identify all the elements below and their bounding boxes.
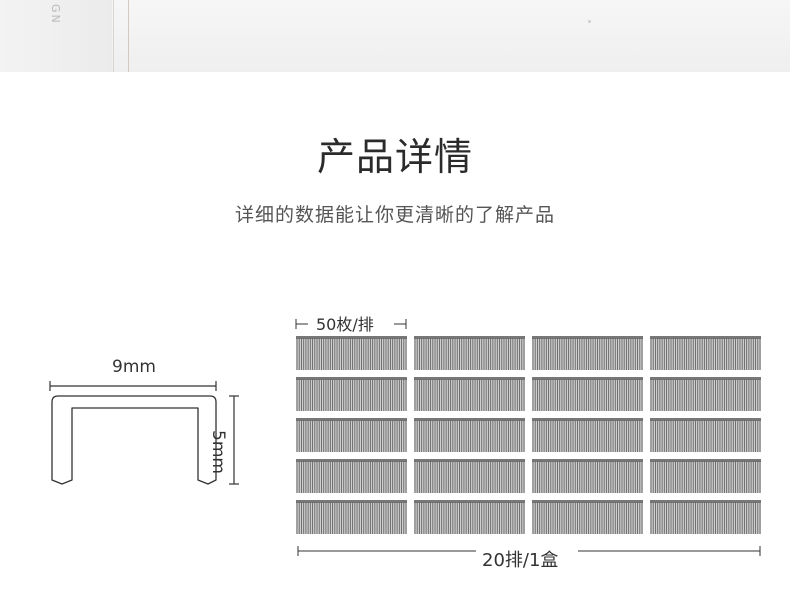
total-label: 20排/1盒 bbox=[482, 550, 559, 571]
staple-strip-lines bbox=[650, 461, 761, 493]
staple-strip bbox=[650, 336, 761, 370]
staple-strip-crown bbox=[296, 377, 407, 380]
staple-strip bbox=[414, 500, 525, 534]
staple-strip-crown bbox=[414, 418, 525, 421]
staple-strip bbox=[414, 418, 525, 452]
staple-strip-crown bbox=[414, 336, 525, 339]
staple-strip bbox=[532, 500, 643, 534]
staple-strip-lines bbox=[650, 379, 761, 411]
staple-strip-crown bbox=[650, 418, 761, 421]
staple-strip bbox=[532, 377, 643, 411]
staple-strip-lines bbox=[414, 420, 525, 452]
staple-strip-lines bbox=[532, 420, 643, 452]
staple-strip-crown bbox=[650, 459, 761, 462]
staple-strip-crown bbox=[296, 336, 407, 339]
staple-strip-crown bbox=[650, 500, 761, 503]
staple-strip bbox=[296, 459, 407, 493]
staple-strip-lines bbox=[296, 420, 407, 452]
staple-strip-crown bbox=[650, 377, 761, 380]
hero-mark bbox=[588, 20, 591, 23]
per-row-label: 50枚/排 bbox=[316, 315, 374, 334]
staple-strip-crown bbox=[414, 377, 525, 380]
staple-strip-lines bbox=[414, 338, 525, 370]
hero-fold-line bbox=[128, 0, 129, 72]
hero-fold-line bbox=[113, 0, 114, 72]
staple-strip bbox=[296, 377, 407, 411]
staple-strip bbox=[650, 418, 761, 452]
staple-strip bbox=[532, 459, 643, 493]
staple-strip-lines bbox=[296, 502, 407, 534]
staple-strip-lines bbox=[532, 379, 643, 411]
width-label: 9mm bbox=[112, 357, 156, 377]
staple-strip-lines bbox=[414, 461, 525, 493]
staple-strip bbox=[650, 500, 761, 534]
staple-strip-lines bbox=[650, 420, 761, 452]
staple-strip-crown bbox=[414, 459, 525, 462]
hero-image-strip: GN bbox=[0, 0, 790, 72]
staple-strip-lines bbox=[532, 461, 643, 493]
staple-strip bbox=[296, 418, 407, 452]
staple-strip-lines bbox=[296, 338, 407, 370]
staple-rows-grid bbox=[296, 336, 761, 534]
page-subtitle: 详细的数据能让你更清晰的了解产品 bbox=[234, 204, 555, 226]
staple-strip-crown bbox=[532, 459, 643, 462]
staple-strip bbox=[650, 377, 761, 411]
staple-strip-crown bbox=[296, 459, 407, 462]
staple-strip-crown bbox=[296, 418, 407, 421]
staple-strip bbox=[414, 377, 525, 411]
staple-strip-lines bbox=[414, 379, 525, 411]
staple-outline bbox=[51, 395, 217, 485]
staple-strip bbox=[414, 336, 525, 370]
hero-brand-text: GN bbox=[49, 4, 62, 25]
staple-strip-lines bbox=[296, 461, 407, 493]
height-label: 5mm bbox=[208, 430, 228, 474]
staple-strip bbox=[532, 418, 643, 452]
staple-dimension-diagram bbox=[49, 381, 239, 485]
staple-strip-crown bbox=[532, 418, 643, 421]
staple-strip-crown bbox=[650, 336, 761, 339]
staple-strip bbox=[532, 336, 643, 370]
staple-strip-crown bbox=[296, 500, 407, 503]
staple-strip-lines bbox=[532, 338, 643, 370]
staple-strip-lines bbox=[296, 379, 407, 411]
hero-box-edge bbox=[0, 0, 112, 72]
staple-strip bbox=[414, 459, 525, 493]
staple-strip-crown bbox=[532, 377, 643, 380]
page-title: 产品详情 bbox=[316, 135, 473, 179]
staple-strip bbox=[650, 459, 761, 493]
staple-strip bbox=[296, 500, 407, 534]
staple-strip-lines bbox=[414, 502, 525, 534]
staple-strip-crown bbox=[532, 336, 643, 339]
staple-box-diagram bbox=[295, 319, 761, 556]
staple-strip-crown bbox=[532, 500, 643, 503]
staple-strip-crown bbox=[414, 500, 525, 503]
staple-strip-lines bbox=[650, 338, 761, 370]
staple-strip bbox=[296, 336, 407, 370]
staple-strip-lines bbox=[532, 502, 643, 534]
staple-strip-lines bbox=[650, 502, 761, 534]
